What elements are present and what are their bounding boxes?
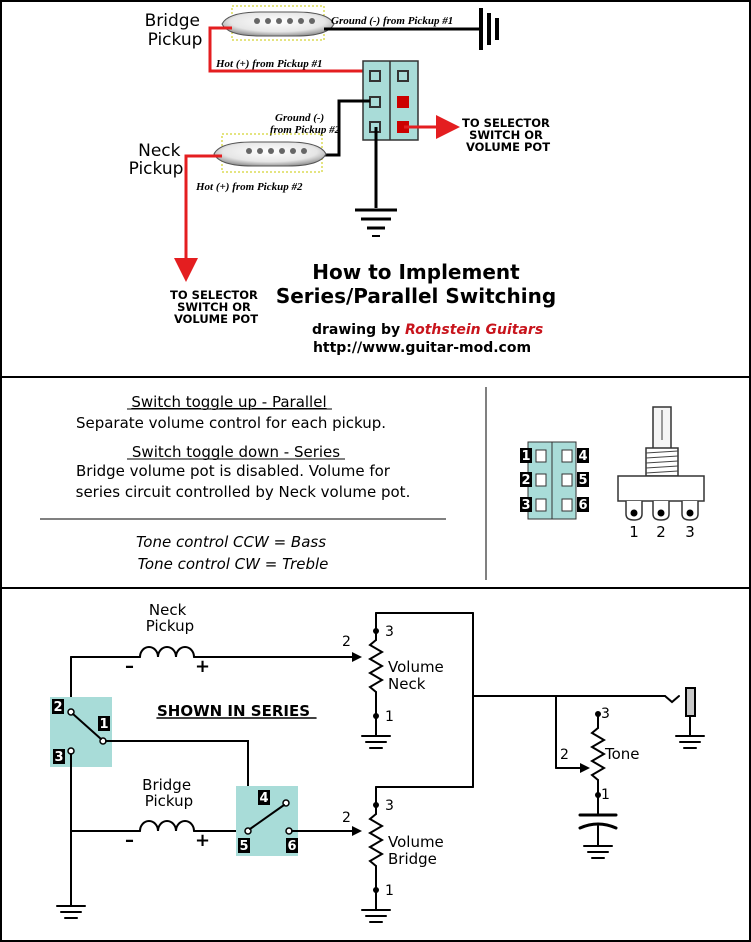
svg-text:2: 2	[656, 523, 666, 541]
bridge-pot-pin1: 1	[385, 883, 394, 899]
output-jack-icon	[664, 687, 705, 749]
neck-pot-pin1: 1	[385, 709, 394, 725]
svg-text:6: 6	[287, 839, 296, 854]
toggle-down-heading: Switch toggle down - Series	[132, 443, 340, 461]
svg-text:5: 5	[239, 839, 248, 854]
legend-section: Switch toggle up - Parallel Separate vol…	[40, 387, 705, 580]
tone-pot-icon	[578, 711, 618, 859]
hot-pickup2-label: Hot (+) from Pickup #2	[195, 181, 303, 193]
bridge-pickup-coil-icon	[139, 820, 195, 832]
tone-ccw-text: Tone control CCW = Bass	[136, 533, 326, 551]
svg-text:2: 2	[521, 473, 530, 488]
hot-pickup1-label: Hot (+) from Pickup #1	[215, 58, 322, 70]
neck-pickup-coil-icon	[139, 646, 195, 658]
ground-pickup1-label: Ground (-) from Pickup #1	[331, 15, 453, 27]
toggle-up-text: Separate volume control for each pickup.	[76, 414, 386, 432]
neck-plus: +	[195, 656, 210, 677]
schematic-neck-pickup-label: Neck Pickup	[146, 601, 194, 635]
top-wiring-diagram: Bridge Pickup Ground (-) from Pickup #1 …	[129, 5, 556, 356]
toggle-down-text-1: Bridge volume pot is disabled. Volume fo…	[76, 462, 391, 480]
potentiometer-pinout-icon: 1 2 3	[617, 406, 705, 541]
svg-text:1: 1	[99, 717, 108, 732]
schematic-section: Neck Pickup – + 2 1 3	[50, 601, 705, 923]
neck-pot-pin3: 3	[385, 624, 394, 640]
volume-bridge-label: Volume Bridge	[388, 833, 449, 868]
to-selector-bottom-label: TO SELECTOR SWITCH OR VOLUME POT	[170, 288, 262, 326]
tone-cw-text: Tone control CW = Treble	[138, 555, 329, 573]
schematic-switch-upper: 2 1 3	[50, 697, 112, 767]
bridge-minus: –	[125, 830, 134, 851]
volume-neck-label: Volume Neck	[388, 658, 449, 693]
title-line2: Series/Parallel Switching	[276, 284, 556, 308]
switch-pinout-icon: 1 2 3 4 5 6	[520, 441, 589, 520]
neck-pickup-label: Neck Pickup	[129, 141, 186, 179]
neck-pickup-icon	[213, 133, 327, 173]
schematic-bridge-pickup-label: Bridge Pickup	[142, 776, 196, 810]
schematic-switch-lower: 4 5 6	[236, 786, 298, 856]
svg-text:3: 3	[521, 498, 530, 513]
ground-symbol-top-center	[355, 208, 397, 237]
to-selector-right-label: TO SELECTOR SWITCH OR VOLUME POT	[462, 116, 554, 154]
svg-text:3: 3	[685, 523, 695, 541]
svg-text:2: 2	[53, 700, 62, 715]
neck-pot-pin2: 2	[342, 634, 351, 650]
svg-text:5: 5	[578, 473, 587, 488]
tone-pot-pin2: 2	[560, 747, 569, 763]
bridge-pickup-icon	[221, 5, 335, 41]
ground-symbol-left	[56, 905, 86, 919]
ground-pickup2-label: Ground (-) from Pickup #2	[270, 112, 341, 136]
bridge-plus: +	[195, 830, 210, 851]
bridge-pot-pin3: 3	[385, 798, 394, 814]
ground-symbol-neck-pot	[361, 735, 391, 749]
svg-text:3: 3	[54, 750, 63, 765]
website-url: http://www.guitar-mod.com	[313, 340, 531, 356]
volume-bridge-pot-icon	[368, 612, 474, 910]
svg-text:1: 1	[521, 449, 530, 464]
svg-text:4: 4	[578, 449, 587, 464]
volume-neck-pot-icon	[368, 612, 474, 736]
title-line1: How to Implement	[312, 260, 520, 284]
bridge-pot-pin2: 2	[342, 810, 351, 826]
credit-line: drawing by Rothstein Guitars	[312, 322, 543, 338]
toggle-down-text-2: series circuit controlled by Neck volume…	[76, 483, 411, 501]
tone-pot-pin3: 3	[601, 706, 610, 722]
ground-symbol-bridge-pot	[361, 909, 391, 923]
neck-minus: –	[125, 656, 134, 677]
tone-label: Tone	[604, 745, 640, 763]
svg-text:4: 4	[259, 791, 268, 806]
tone-pot-pin1: 1	[601, 787, 610, 803]
bridge-pickup-label: Bridge Pickup	[145, 11, 206, 50]
toggle-up-heading: Switch toggle up - Parallel	[131, 393, 326, 411]
svg-text:6: 6	[578, 498, 587, 513]
shown-in-series-label: SHOWN IN SERIES	[157, 702, 310, 720]
ground-symbol-top-right	[474, 8, 499, 50]
svg-text:1: 1	[629, 523, 639, 541]
